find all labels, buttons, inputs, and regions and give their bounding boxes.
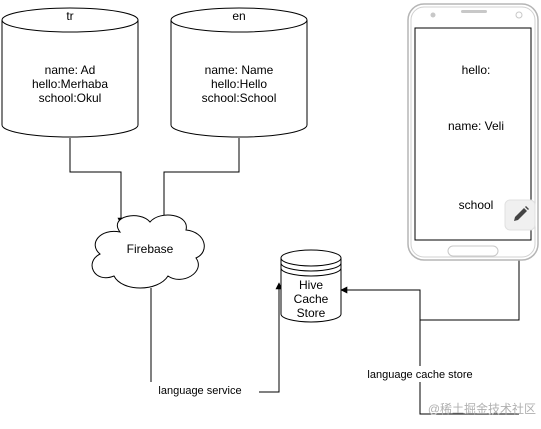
tr-line-school: school:Okul [39, 91, 102, 105]
firebase-label: Firebase [127, 242, 174, 256]
tr-database: tr name: Ad hello:Merhaba school:Okul [1, 7, 139, 138]
phone-hello-text: hello: [462, 63, 491, 77]
language-service-label: language service [158, 385, 241, 397]
pencil-icon [514, 206, 529, 221]
language-cache-store-label: language cache store [367, 369, 472, 381]
sensor-dot [430, 12, 436, 18]
speaker-grille [461, 10, 487, 13]
tr-line-name: name: Ad [45, 63, 96, 77]
en-line-name: name: Name [205, 63, 274, 77]
en-line-hello: hello:Hello [211, 77, 267, 91]
en-database: en name: Name hello:Hello school:School [170, 7, 308, 138]
en-title: en [232, 9, 245, 23]
hive-line-2: Cache [294, 292, 329, 306]
phone-school-text: school [459, 198, 494, 212]
front-camera-icon [515, 11, 523, 19]
language-service-edge [150, 282, 283, 393]
hive-cache-store: Hive Cache Store [280, 249, 342, 323]
hive-line-1: Hive [299, 278, 323, 292]
firebase-cloud: Firebase [91, 214, 205, 289]
en-to-firebase-edge [160, 138, 240, 225]
language-service-label-bg [141, 382, 259, 398]
edit-button[interactable] [504, 199, 536, 231]
tr-line-hello: hello:Merhaba [32, 77, 108, 91]
phone-name-text: name: Veli [448, 119, 504, 133]
tr-title: tr [66, 9, 73, 23]
watermark-text: @稀土掘金技术社区 [428, 401, 536, 416]
language-cache-store-edge-upper [340, 286, 421, 320]
language-cache-store-edge-lower [419, 241, 520, 415]
language-cache-store-label-bg [364, 366, 478, 382]
tr-to-firebase-edge [69, 138, 125, 225]
home-button [447, 245, 499, 257]
hive-line-3: Store [297, 306, 326, 320]
en-line-school: school:School [202, 91, 277, 105]
